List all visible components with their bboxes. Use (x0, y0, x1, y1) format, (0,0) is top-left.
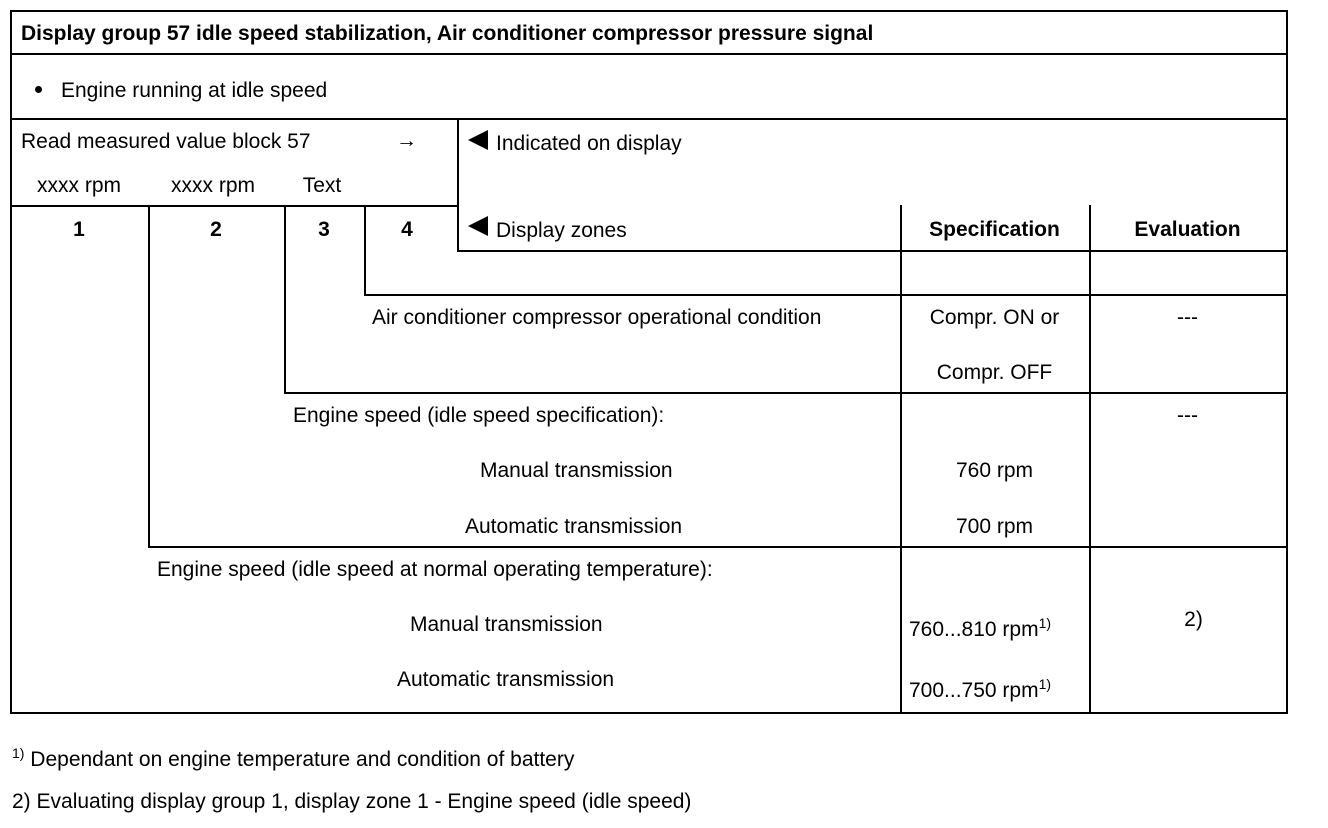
pointer-left-icon (468, 216, 488, 236)
pointer-left-icon (468, 130, 488, 150)
zone3-spec-line2: Compr. OFF (936, 361, 1053, 384)
footnote-ref: 1) (1038, 676, 1052, 692)
read-block-label: Read measured value block 57 (21, 130, 311, 153)
zone1-manual-label: Manual transmission (410, 613, 603, 636)
zone3-evaluation: --- (1177, 306, 1198, 329)
zone3-spec-line1: Compr. ON or (929, 306, 1060, 329)
zone-number-2: 2 (210, 218, 222, 241)
bullet-icon (35, 86, 42, 93)
zone2-label: Engine speed (idle speed specification): (293, 404, 665, 427)
footnote-ref: 1) (1038, 615, 1052, 631)
footnote-1: 1) Dependant on engine temperature and c… (12, 745, 575, 771)
zone3-label: Air conditioner compressor operational c… (372, 306, 822, 329)
zone1-manual-spec: 760...810 rpm1) (909, 615, 1052, 641)
zone2-evaluation: --- (1177, 404, 1198, 427)
zone1-label: Engine speed (idle speed at normal opera… (157, 558, 713, 581)
table-title: Display group 57 idle speed stabilizatio… (21, 22, 874, 45)
zone-number-4: 4 (401, 218, 413, 241)
zone-unit-3: Text (302, 174, 342, 197)
zone-number-1: 1 (73, 218, 85, 241)
zone2-manual-spec: 760 rpm (955, 459, 1034, 482)
zone-number-3: 3 (318, 218, 330, 241)
arrow-right-icon: → (396, 129, 417, 152)
zone1-evaluation: 2) (1184, 608, 1203, 631)
zone2-auto-label: Automatic transmission (465, 515, 683, 538)
zone2-manual-label: Manual transmission (480, 459, 673, 482)
test-condition: Engine running at idle speed (61, 79, 328, 102)
indicated-on-display-label: Indicated on display (496, 132, 682, 155)
zone-unit-1: xxxx rpm (37, 174, 121, 197)
footnote-2: 2) Evaluating display group 1, display z… (12, 790, 692, 813)
display-zones-label: Display zones (496, 219, 627, 242)
zone1-auto-label: Automatic transmission (397, 668, 615, 691)
zone2-auto-spec: 700 rpm (955, 515, 1034, 538)
zone1-auto-spec: 700...750 rpm1) (909, 676, 1052, 702)
evaluation-header: Evaluation (1134, 218, 1241, 241)
zone-unit-2: xxxx rpm (171, 174, 255, 197)
specification-header: Specification (929, 218, 1060, 241)
footnote-1-marker: 1) (12, 745, 25, 761)
